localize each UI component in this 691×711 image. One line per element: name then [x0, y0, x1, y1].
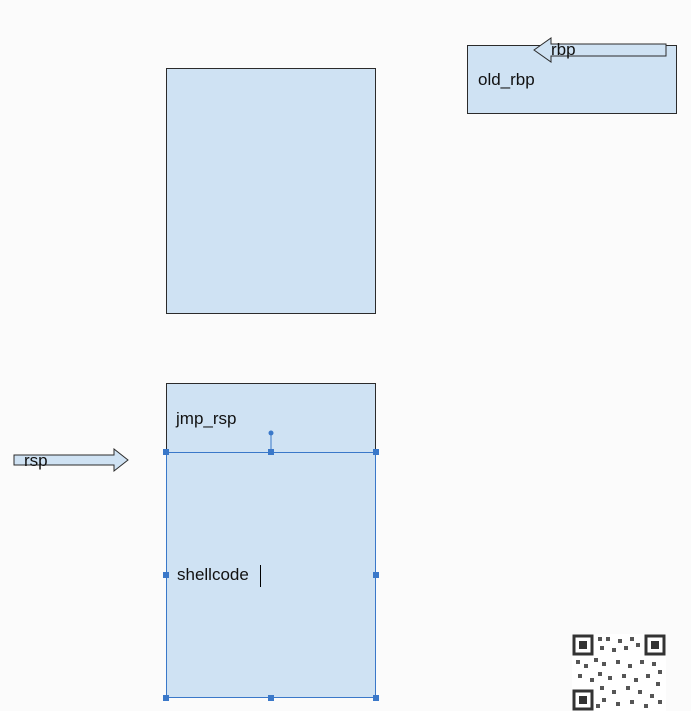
stack-frame-box[interactable] — [166, 68, 376, 314]
jmp-rsp-label: jmp_rsp — [176, 409, 237, 428]
qr-code-icon — [572, 634, 666, 711]
resize-handle-top-left[interactable] — [163, 449, 169, 455]
resize-handle-middle-left[interactable] — [163, 572, 169, 578]
resize-handle-top-right[interactable] — [373, 449, 379, 455]
rsp-pointer-label: rsp — [24, 451, 48, 470]
resize-handle-top-center[interactable] — [268, 449, 274, 455]
resize-handle-bottom-left[interactable] — [163, 695, 169, 701]
rsp-arrow[interactable] — [12, 448, 130, 474]
resize-handle-middle-right[interactable] — [373, 572, 379, 578]
text-caret — [260, 565, 261, 587]
rbp-pointer-label: rbp — [551, 40, 576, 59]
old-rbp-label: old_rbp — [478, 70, 535, 89]
shellcode-box[interactable] — [166, 452, 376, 698]
resize-handle-bottom-center[interactable] — [268, 695, 274, 701]
shellcode-label[interactable]: shellcode — [177, 565, 249, 584]
resize-handle-bottom-right[interactable] — [373, 695, 379, 701]
rotation-handle[interactable] — [266, 428, 276, 454]
rbp-arrow[interactable] — [532, 36, 668, 66]
